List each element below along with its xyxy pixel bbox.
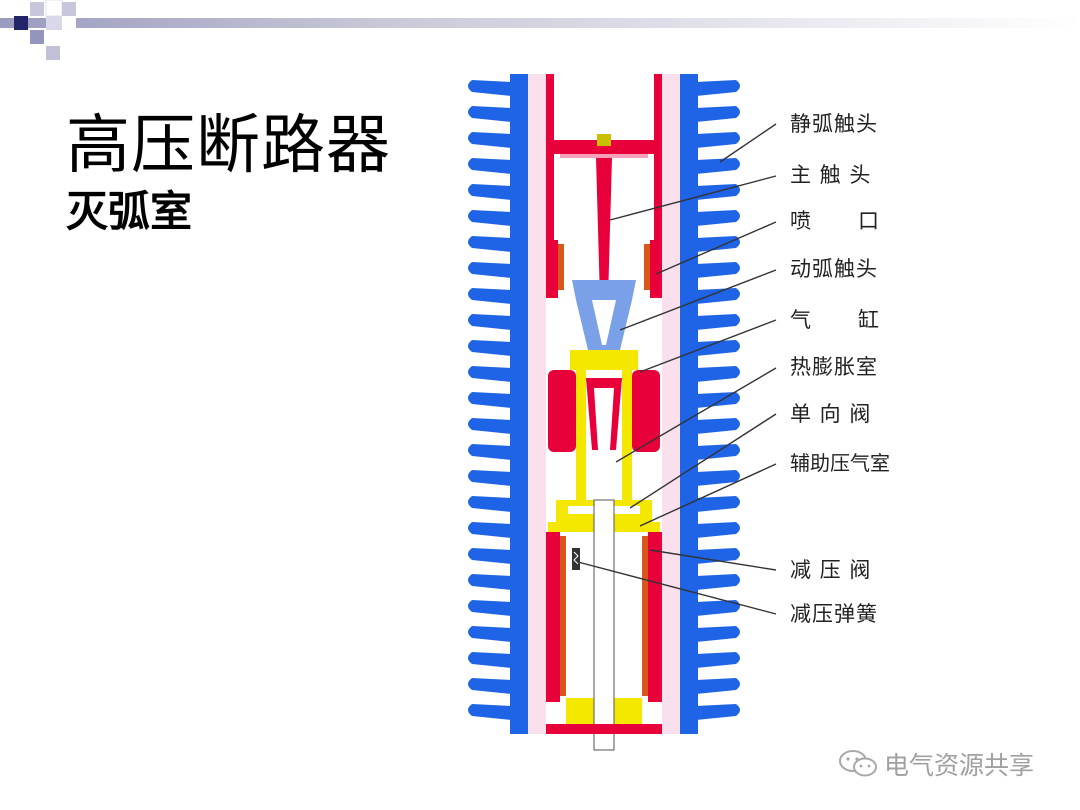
insulator-shed-right: [696, 600, 740, 616]
label-pressure-relief-valve: 减 压 阀: [790, 558, 871, 582]
label-static-arc-contact: 静弧触头: [790, 112, 878, 136]
insulator-shed-left: [468, 470, 512, 486]
insulator-shed-left: [468, 314, 512, 330]
insulator-shed-left: [468, 80, 512, 96]
insulator-shed-right: [696, 236, 740, 252]
insulator-shed-right: [696, 704, 740, 720]
label-relief-spring: 减压弹簧: [790, 602, 878, 626]
insulator-shed-left: [468, 106, 512, 122]
insulator-shed-right: [696, 210, 740, 226]
insulator-shed-left: [468, 418, 512, 434]
label-cylinder: 气 缸: [790, 308, 880, 332]
insulator-shed-left: [468, 288, 512, 304]
insulator-shed-right: [696, 262, 740, 278]
insulator-shed-left: [468, 366, 512, 382]
insulator-shed-right: [696, 574, 740, 590]
label-auxiliary-compression-chamber: 辅助压气室: [790, 451, 890, 475]
callout-labels: 静弧触头 主 触 头 喷 口 动弧触头 气 缸 热膨胀室 单 向 阀 辅助压气室…: [790, 112, 890, 626]
insulator-shed-left: [468, 704, 512, 720]
watermark: 电气资源共享: [838, 746, 1034, 782]
label-nozzle: 喷 口: [790, 209, 880, 233]
insulator-shed-left: [468, 548, 512, 564]
cylinder-assembly: [548, 350, 660, 532]
title-block: 高压断路器 灭弧室: [66, 108, 391, 238]
insulator-shed-left: [468, 184, 512, 200]
insulator-shed-left: [468, 574, 512, 590]
insulator-shed-right: [696, 522, 740, 538]
insulator-shed-left: [468, 158, 512, 174]
insulator-shed-right: [696, 106, 740, 122]
auxiliary-chamber: [546, 499, 662, 751]
insulator-shed-left: [468, 522, 512, 538]
insulator-shed-left: [468, 262, 512, 278]
insulator-shed-right: [696, 288, 740, 304]
insulator-shed-right: [696, 548, 740, 564]
callout-leader-lines: [577, 123, 777, 615]
insulator-shed-left: [468, 600, 512, 616]
label-thermal-expansion-chamber: 热膨胀室: [790, 355, 878, 379]
slide-header-decoration: [0, 0, 1080, 60]
insulator-shed-right: [696, 678, 740, 694]
insulator-shed-right: [696, 132, 740, 148]
insulator-left-wall: [510, 74, 528, 734]
wechat-icon: [839, 750, 877, 777]
label-main-contact: 主 触 头: [790, 163, 871, 187]
insulator-shed-right: [696, 340, 740, 356]
insulator-shed-right: [696, 314, 740, 330]
label-moving-arc-contact: 动弧触头: [790, 257, 878, 281]
slide-title: 高压断路器: [66, 109, 391, 183]
insulator-shed-left: [468, 444, 512, 460]
watermark-text: 电气资源共享: [884, 751, 1035, 780]
insulator-shed-left: [468, 210, 512, 226]
insulator-shed-right: [696, 626, 740, 642]
insulator-sheds: [468, 80, 740, 720]
insulator-shed-left: [468, 626, 512, 642]
insulator-shed-right: [696, 366, 740, 382]
insulator-shed-left: [468, 340, 512, 356]
label-check-valve: 单 向 阀: [790, 402, 871, 426]
slide-subtitle: 灭弧室: [66, 187, 193, 236]
insulator-shed-right: [696, 80, 740, 96]
insulator-shed-left: [468, 652, 512, 668]
insulator-shed-right: [696, 470, 740, 486]
static-contact-assembly: [546, 74, 662, 300]
insulator-shed-right: [696, 418, 740, 434]
insulator-shed-left: [468, 496, 512, 512]
insulator-shed-right: [696, 496, 740, 512]
insulator-shed-left: [468, 678, 512, 694]
insulator-shed-right: [696, 158, 740, 174]
insulator-shed-left: [468, 392, 512, 408]
insulator-right-wall: [680, 74, 698, 734]
insulator-shed-left: [468, 236, 512, 252]
insulator-shed-left: [468, 132, 512, 148]
insulator-shed-right: [696, 392, 740, 408]
insulator-shed-right: [696, 652, 740, 668]
